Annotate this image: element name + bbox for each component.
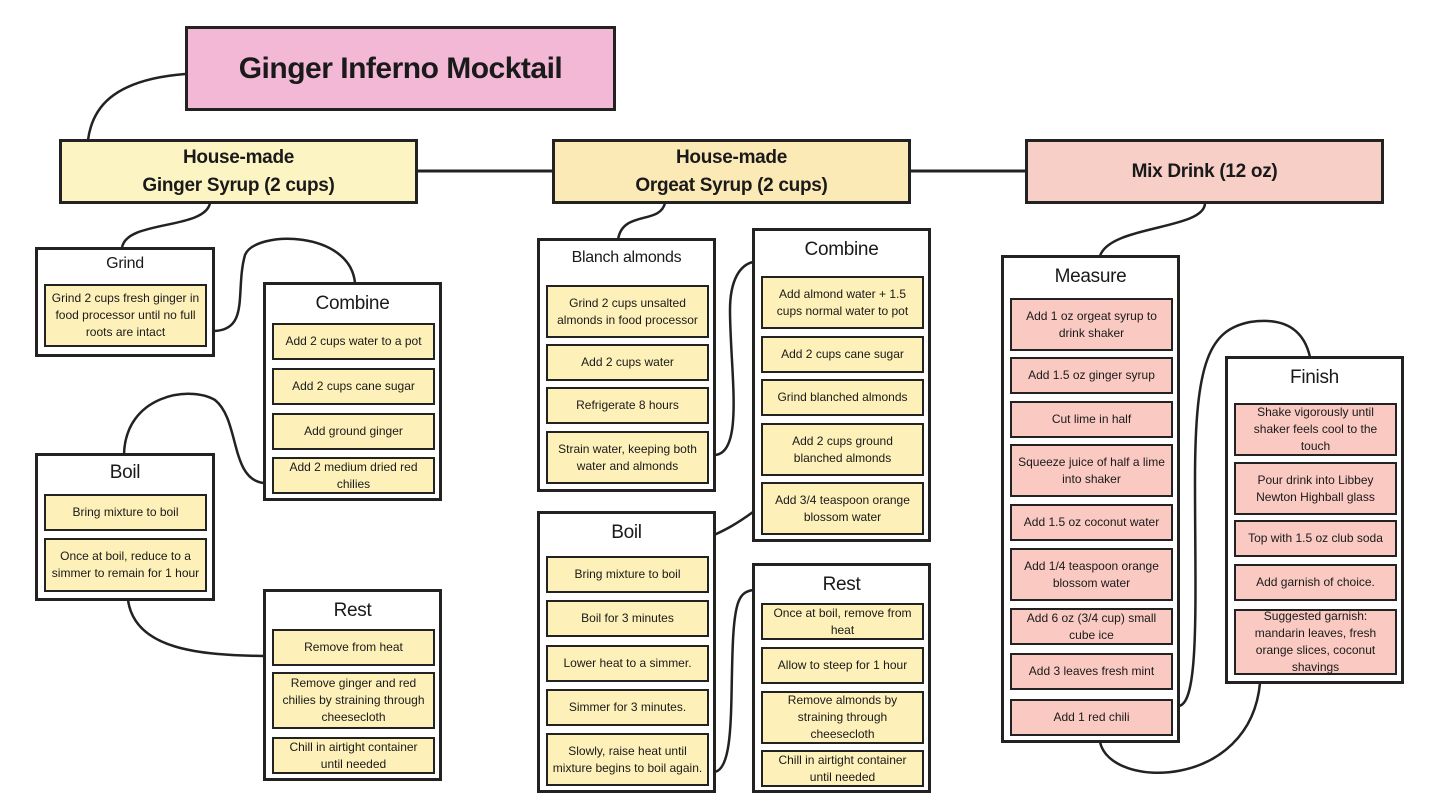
list-item: Add ground ginger <box>272 413 435 450</box>
list-item: Pour drink into Libbey Newton Highball g… <box>1234 462 1397 515</box>
list-item: Add 2 medium dried red chilies <box>272 457 435 494</box>
list-item: Grind blanched almonds <box>761 379 924 416</box>
list-item: Remove almonds by straining through chee… <box>761 691 924 744</box>
orgeat-combine-group: Combine Add almond water + 1.5 cups norm… <box>752 228 931 542</box>
list-item: Add 6 oz (3/4 cup) small cube ice <box>1010 608 1173 645</box>
orgeat-boil-group: Boil Bring mixture to boil Boil for 3 mi… <box>537 511 716 793</box>
list-item: Slowly, raise heat until mixture begins … <box>546 733 709 786</box>
list-item: Simmer for 3 minutes. <box>546 689 709 726</box>
list-item: Add 1 oz orgeat syrup to drink shaker <box>1010 298 1173 351</box>
ginger-boil-group: Boil Bring mixture to boil Once at boil,… <box>35 453 215 601</box>
mix-finish-group: Finish Shake vigorously until shaker fee… <box>1225 356 1404 684</box>
list-item: Refrigerate 8 hours <box>546 387 709 424</box>
list-item: Add 2 cups water <box>546 344 709 381</box>
list-item: Add almond water + 1.5 cups normal water… <box>761 276 924 329</box>
list-item: Grind 2 cups unsalted almonds in food pr… <box>546 285 709 338</box>
group-title: Boil <box>109 462 141 483</box>
group-title: Combine <box>804 239 879 260</box>
list-item: Bring mixture to boil <box>44 494 207 531</box>
list-item: Boil for 3 minutes <box>546 600 709 637</box>
ginger-grind-group: Grind Grind 2 cups fresh ginger in food … <box>35 247 215 357</box>
list-item: Suggested garnish: mandarin leaves, fres… <box>1234 609 1397 675</box>
section-mix-drink: Mix Drink (12 oz) <box>1025 139 1384 204</box>
group-title: Blanch almonds <box>571 249 682 266</box>
list-item: Lower heat to a simmer. <box>546 645 709 682</box>
list-item: Remove ginger and red chilies by straini… <box>272 672 435 729</box>
list-item: Add garnish of choice. <box>1234 564 1397 601</box>
list-item: Strain water, keeping both water and alm… <box>546 431 709 484</box>
list-item: Add 2 cups cane sugar <box>761 336 924 373</box>
section-ginger-label: House-made Ginger Syrup (2 cups) <box>142 146 335 196</box>
group-title: Finish <box>1290 367 1339 388</box>
section-ginger-syrup: House-made Ginger Syrup (2 cups) <box>59 139 418 204</box>
list-item: Once at boil, reduce to a simmer to rema… <box>44 538 207 592</box>
diagram-title-text: Ginger Inferno Mocktail <box>238 51 563 85</box>
group-title: Rest <box>333 600 372 621</box>
group-title: Measure <box>1054 266 1127 287</box>
orgeat-blanch-group: Blanch almonds Grind 2 cups unsalted alm… <box>537 238 716 492</box>
list-item: Squeeze juice of half a lime into shaker <box>1010 444 1173 497</box>
orgeat-rest-group: Rest Once at boil, remove from heat Allo… <box>752 563 931 793</box>
list-item: Chill in airtight container until needed <box>272 737 435 774</box>
list-item: Shake vigorously until shaker feels cool… <box>1234 403 1397 456</box>
list-item: Add 2 cups cane sugar <box>272 368 435 405</box>
list-item: Allow to steep for 1 hour <box>761 647 924 684</box>
list-item: Add 3 leaves fresh mint <box>1010 653 1173 690</box>
diagram-title: Ginger Inferno Mocktail <box>185 26 616 111</box>
ginger-rest-group: Rest Remove from heat Remove ginger and … <box>263 589 442 781</box>
mix-measure-group: Measure Add 1 oz orgeat syrup to drink s… <box>1001 255 1180 743</box>
list-item: Once at boil, remove from heat <box>761 603 924 640</box>
ginger-combine-group: Combine Add 2 cups water to a pot Add 2 … <box>263 282 442 501</box>
list-item: Cut lime in half <box>1010 401 1173 438</box>
section-orgeat-syrup: House-made Orgeat Syrup (2 cups) <box>552 139 911 204</box>
list-item: Chill in airtight container until needed <box>761 750 924 787</box>
group-title: Rest <box>822 574 861 595</box>
list-item: Grind 2 cups fresh ginger in food proces… <box>44 284 207 347</box>
list-item: Add 1/4 teaspoon orange blossom water <box>1010 548 1173 601</box>
list-item: Bring mixture to boil <box>546 556 709 593</box>
section-orgeat-label: House-made Orgeat Syrup (2 cups) <box>635 146 828 196</box>
list-item: Add 2 cups ground blanched almonds <box>761 423 924 476</box>
list-item: Add 1.5 oz ginger syrup <box>1010 357 1173 394</box>
list-item: Add 3/4 teaspoon orange blossom water <box>761 482 924 535</box>
group-title: Grind <box>106 255 144 272</box>
group-title: Boil <box>611 522 642 543</box>
section-mix-label: Mix Drink (12 oz) <box>1131 160 1278 182</box>
list-item: Add 2 cups water to a pot <box>272 323 435 360</box>
list-item: Remove from heat <box>272 629 435 666</box>
group-title: Combine <box>315 293 390 314</box>
list-item: Top with 1.5 oz club soda <box>1234 520 1397 557</box>
list-item: Add 1.5 oz coconut water <box>1010 504 1173 541</box>
list-item: Add 1 red chili <box>1010 699 1173 736</box>
